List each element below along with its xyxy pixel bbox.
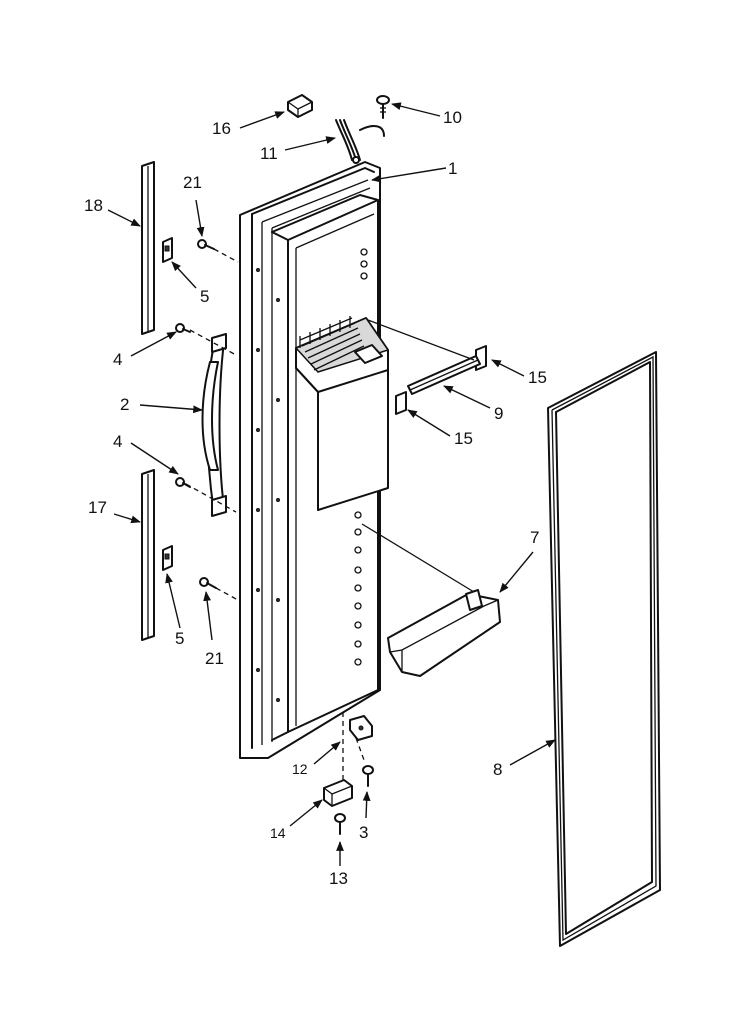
hinge-pin-12 bbox=[342, 712, 365, 790]
clip-5-top bbox=[162, 237, 173, 263]
callout-4-bottom: 4 bbox=[113, 432, 122, 451]
screw-13 bbox=[334, 813, 346, 835]
callout-10: 10 bbox=[443, 108, 462, 127]
trim-strip-17 bbox=[141, 469, 155, 641]
bracket-15-lower bbox=[395, 391, 407, 415]
callout-5-top: 5 bbox=[200, 287, 209, 306]
callout-5-bottom: 5 bbox=[175, 629, 184, 648]
callout-17: 17 bbox=[88, 498, 107, 517]
screw-4-top bbox=[175, 323, 191, 333]
wiring-harness bbox=[335, 119, 385, 164]
liner-holes bbox=[354, 248, 368, 666]
clip-5-bottom bbox=[162, 545, 173, 571]
callout-15-lower: 15 bbox=[454, 429, 473, 448]
hinge-bracket bbox=[349, 715, 373, 741]
callout-11: 11 bbox=[260, 144, 278, 163]
trim-strip-18 bbox=[141, 161, 155, 335]
screw-3 bbox=[362, 765, 374, 787]
connector bbox=[287, 94, 313, 118]
callout-labels: 1 2 3 4 4 5 5 7 8 9 10 11 12 13 14 15 15… bbox=[84, 108, 547, 888]
screw-10 bbox=[376, 95, 390, 119]
callout-14: 14 bbox=[270, 825, 286, 841]
dispenser-grille bbox=[299, 316, 365, 371]
callout-12: 12 bbox=[292, 761, 308, 777]
callout-9: 9 bbox=[494, 404, 503, 423]
callout-21-bottom: 21 bbox=[205, 649, 224, 668]
door-bin-7 bbox=[361, 523, 501, 677]
screw-4-bottom bbox=[175, 477, 191, 488]
callout-4-top: 4 bbox=[113, 350, 122, 369]
callout-18: 18 bbox=[84, 196, 103, 215]
callout-2: 2 bbox=[120, 395, 129, 414]
dispenser-housing bbox=[294, 316, 390, 511]
door-gasket-8 bbox=[547, 351, 661, 947]
callout-16: 16 bbox=[212, 119, 231, 138]
callout-3: 3 bbox=[359, 823, 368, 842]
edge-dots bbox=[256, 268, 280, 702]
screw-21-top bbox=[197, 239, 239, 263]
callout-7: 7 bbox=[530, 528, 539, 547]
leader-lines bbox=[107, 102, 556, 866]
hinge-block-14 bbox=[323, 779, 353, 807]
callout-13: 13 bbox=[329, 869, 348, 888]
callout-1: 1 bbox=[448, 159, 457, 178]
door-handle bbox=[185, 329, 237, 517]
rail-9 bbox=[407, 355, 481, 395]
callout-8: 8 bbox=[493, 760, 502, 779]
screw-21-bottom bbox=[199, 577, 239, 601]
callout-15-upper: 15 bbox=[528, 368, 547, 387]
callout-21-top: 21 bbox=[183, 173, 202, 192]
